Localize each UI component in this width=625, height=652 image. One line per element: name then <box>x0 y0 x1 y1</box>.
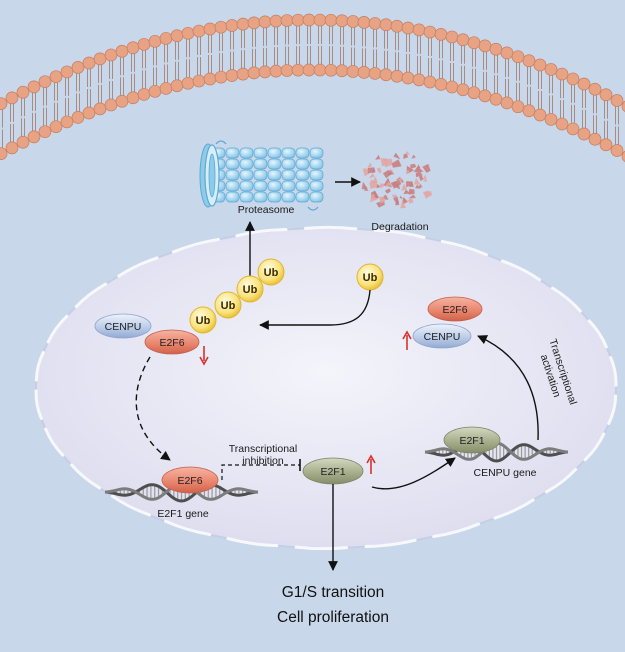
transcriptional-inhibition-line2: inhibition <box>242 455 284 467</box>
nuclear-envelope-segments <box>34 225 618 551</box>
proteasome-icon <box>199 140 324 211</box>
ub-free: Ub <box>356 263 384 291</box>
ub-bead-3: Ub <box>236 275 264 303</box>
svg-text:CENPU: CENPU <box>424 331 461 343</box>
cenpu-gene-label: CENPU gene <box>473 467 536 479</box>
svg-text:Ub: Ub <box>196 315 211 327</box>
svg-text:E2F6: E2F6 <box>159 337 184 349</box>
e2f1-gene-label: E2F1 gene <box>157 508 209 520</box>
e2f1-protein-on-gene: E2F1 <box>443 426 501 454</box>
arrow-ub-to-e2f6 <box>259 289 371 330</box>
svg-text:CENPU: CENPU <box>105 321 142 333</box>
cenpu-protein-right: CENPU <box>412 323 472 349</box>
svg-text:E2F1: E2F1 <box>320 466 345 478</box>
ub-bead-1: Ub <box>189 306 217 334</box>
up-arrow-icon <box>366 454 376 474</box>
svg-text:E2F1: E2F1 <box>459 435 484 447</box>
ub-bead-4: Ub <box>257 258 285 286</box>
transcriptional-inhibition-line1: Transcriptional <box>229 443 297 455</box>
outcome-cell-proliferation: Cell proliferation <box>277 609 389 626</box>
nucleus <box>34 225 618 551</box>
degradation-fragments-icon <box>361 151 432 209</box>
cenpu-protein-left: CENPU <box>94 313 152 339</box>
svg-text:Ub: Ub <box>363 272 378 284</box>
outcome-g1s-transition: G1/S transition <box>282 584 385 601</box>
ubiquitin-chain: Ub Ub Ub Ub <box>189 258 285 334</box>
e2f6-protein-right: E2F6 <box>427 296 483 322</box>
arrow-e2f1-to-cenpu-gene <box>371 457 456 490</box>
dashed-arrow-e2f6-to-gene <box>135 356 171 461</box>
svg-text:Ub: Ub <box>221 300 236 312</box>
svg-text:E2F6: E2F6 <box>177 475 202 487</box>
inhibition-line <box>221 464 300 480</box>
svg-text:Ub: Ub <box>243 284 258 296</box>
up-arrow-icon <box>402 330 412 350</box>
e2f6-protein-left: E2F6 <box>144 329 200 355</box>
e2f1-protein-center: E2F1 <box>302 457 364 485</box>
e2f6-protein-on-gene: E2F6 <box>161 466 219 494</box>
lipid-bilayer-membrane <box>0 13 625 162</box>
down-arrow-icon <box>199 346 209 366</box>
degradation-label: Degradation <box>371 221 428 233</box>
svg-text:E2F6: E2F6 <box>442 304 467 316</box>
arrow-transcriptional-activation <box>477 335 539 441</box>
proteasome-label: Proteasome <box>238 204 295 216</box>
svg-text:Ub: Ub <box>264 267 279 279</box>
ub-bead-2: Ub <box>214 291 242 319</box>
